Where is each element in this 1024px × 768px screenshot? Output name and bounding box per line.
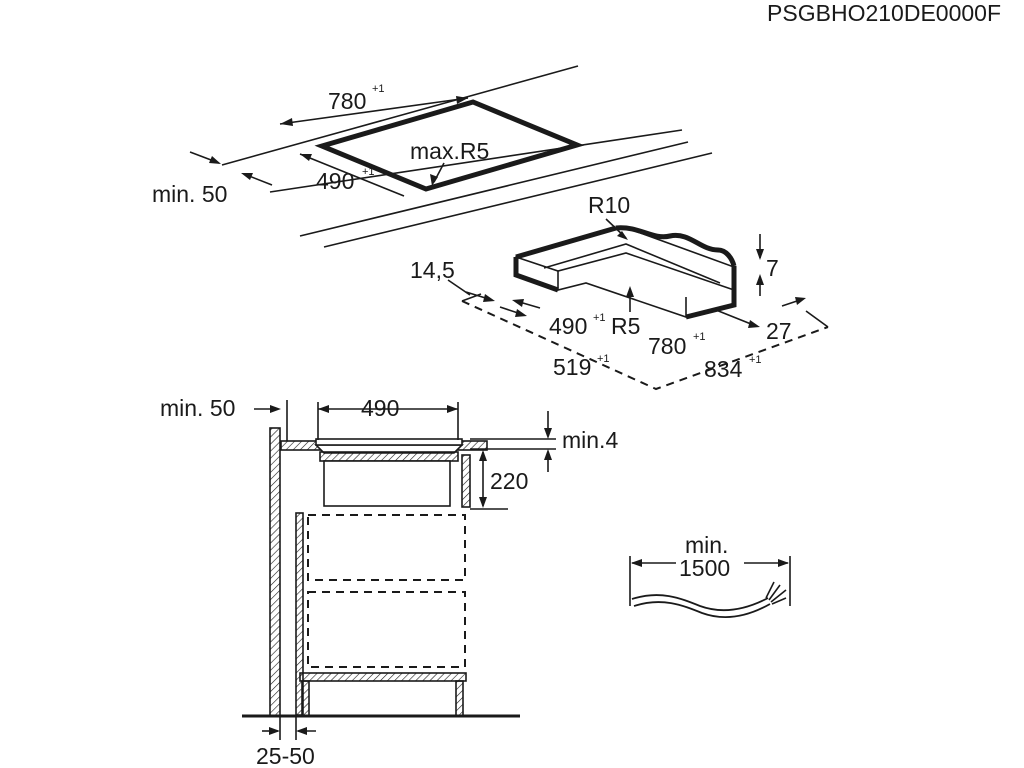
wall: [269, 427, 281, 717]
worktop-cutout-view: 780 +1 max.R5 490 +1 min. 50: [152, 65, 713, 248]
depth-label: 220: [490, 468, 528, 494]
frame-outer-outline: [461, 300, 829, 391]
cutout-outline: [314, 99, 585, 192]
frame-step-height-label: 7: [766, 255, 779, 281]
frame-length-tolerance: +1: [693, 331, 706, 343]
worktop-bottom-edge: [323, 152, 713, 248]
frame-inner-step: [543, 243, 721, 284]
unit-width-label: 490: [361, 395, 399, 421]
hob-glass: [315, 438, 463, 446]
model-code: PSGBHO210DE0000F: [767, 0, 1001, 26]
frame-width-label: 490: [549, 313, 587, 339]
cutout-length-tolerance: +1: [372, 83, 385, 95]
outer-outline-tick-right: [805, 310, 829, 328]
cabinet-leg-front: [455, 680, 464, 717]
edge-distance-label: min. 50: [152, 181, 227, 207]
cable-length-label: 1500: [679, 555, 730, 581]
frame-break-line: [615, 225, 737, 267]
worktop-front-edge: [269, 129, 683, 193]
wall-distance-label: min. 50: [160, 395, 235, 421]
frame-width-tolerance: +1: [593, 312, 606, 324]
cutout-length-label: 780: [328, 88, 366, 114]
cabinet-leg-back: [301, 680, 310, 717]
cutout-corner-radius-label: max.R5: [410, 138, 489, 164]
frame-outer-length-tolerance: +1: [749, 354, 762, 366]
worktop-front-face: [299, 141, 689, 237]
frame-step-line: [515, 252, 735, 291]
cabinet-upper-drawer: [307, 514, 466, 581]
cutout-width-label: 490: [316, 168, 354, 194]
outer-outline-tick: [461, 293, 482, 302]
cable-line-lower: [633, 601, 771, 619]
cabinet-lower-drawer: [307, 591, 466, 668]
cable-wire-ends: [765, 581, 787, 605]
hob-body: [323, 460, 451, 507]
hob-frame-section: [319, 451, 459, 462]
frame-left-face: [513, 257, 559, 293]
cutout-width-tolerance: +1: [362, 166, 375, 178]
frame-outer-length-label: 834: [704, 356, 743, 382]
installation-section-view: min. 50 490 min.4 220 25-50: [160, 395, 618, 768]
frame-side-border-label: 27: [766, 318, 792, 344]
cutout-width-dimension-line: [299, 153, 405, 197]
worktop-back-edge: [221, 65, 579, 166]
frame-inner-radius-label: R5: [611, 313, 640, 339]
cabinet-bottom: [299, 672, 467, 682]
frame-body: [515, 226, 735, 318]
front-rail: [461, 454, 471, 508]
side-gap-label: 25-50: [256, 743, 315, 768]
cutout-length-dimension-line: [279, 97, 469, 125]
cable-line: [631, 594, 769, 612]
frame-border-label: 14,5: [410, 257, 455, 283]
frame-right-face: [685, 266, 737, 320]
frame-outer-radius-label: R10: [588, 192, 630, 218]
top-gap-label: min.4: [562, 427, 618, 453]
cable-min-label: min.: [685, 532, 728, 558]
frame-profile-view: R10 7 14,5 490 +1 R5 780 +1 27: [410, 192, 829, 391]
cable-length-view: min. 1500: [629, 532, 791, 619]
frame-top-edge: [515, 225, 617, 260]
frame-outer-width-label: 519: [553, 354, 591, 380]
frame-length-label: 780: [648, 333, 686, 359]
frame-outer-width-tolerance: +1: [597, 353, 610, 365]
